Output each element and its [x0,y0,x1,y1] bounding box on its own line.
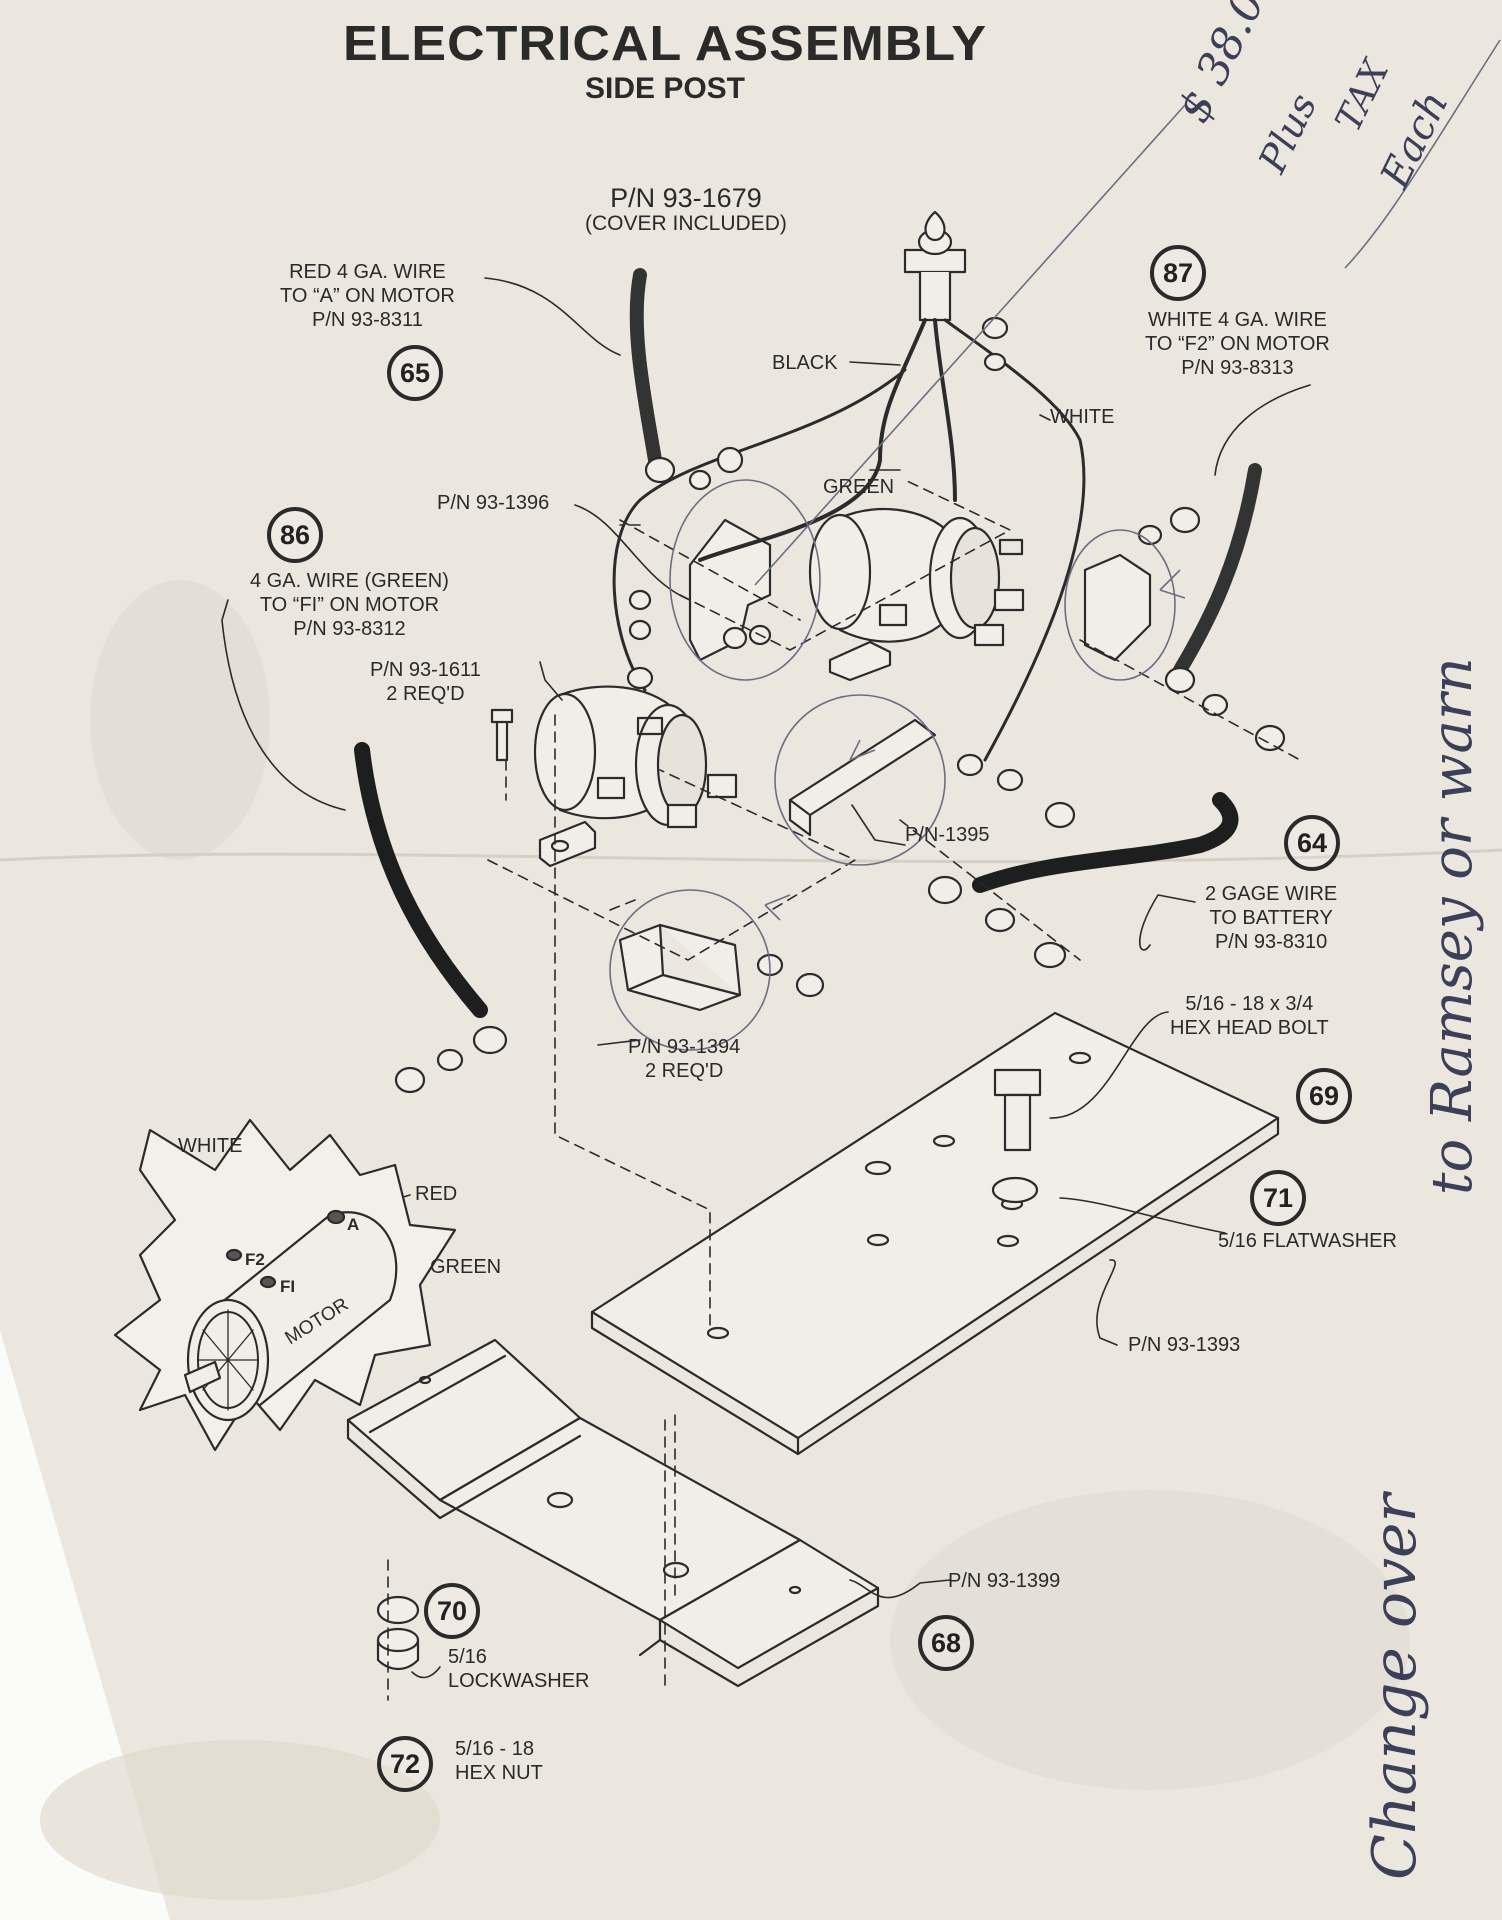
callout-red-wire: RED 4 GA. WIRE TO “A” ON MOTOR P/N 93-83… [280,260,455,332]
bolts [490,708,1042,1152]
assembly-lines [387,479,1301,1701]
callout-lockwasher-line: 5/16 [448,1646,487,1668]
label-motor-white: WHITE [178,1135,243,1157]
callout-hex-bolt: 5/16 - 18 x 3/4 HEX HEAD BOLT [1170,992,1329,1040]
callout-hex-bolt-line: 5/16 - 18 x 3/4 [1185,993,1314,1015]
label-flatwasher: 5/16 FLATWASHER [1218,1230,1397,1252]
callout-hex-bolt-line: HEX HEAD BOLT [1170,1017,1329,1039]
cable-white-4ga [1173,463,1262,677]
callout-pn-93-1394-line: P/N 93-1394 [628,1036,741,1058]
label-pn-93-1399: P/N 93-1399 [948,1570,1061,1592]
wire-green-long [612,368,907,692]
callout-red-wire-line: RED 4 GA. WIRE [289,261,446,283]
callout-main-part-line: (COVER INCLUDED) [585,212,787,235]
label-pn-1395: P/N-1395 [905,824,990,846]
item-number-badge: 68 [918,1615,974,1671]
callout-battery-wire-line: P/N 93-8310 [1214,931,1328,953]
cable-red-4ga [629,268,662,467]
callout-pn-93-1394: P/N 93-1394 2 REQ'D [628,1035,740,1083]
label-black: BLACK [772,352,838,374]
item-number-badge: 69 [1296,1068,1352,1124]
item-number-badge: 64 [1284,815,1340,871]
callout-pn-93-1611-line: P/N 93-1611 [370,659,481,681]
callout-red-wire-line: TO “A” ON MOTOR [280,285,455,307]
label-terminal-f2: F2 [245,1250,265,1269]
callout-pn-93-1394-line: 2 REQ'D [645,1060,724,1082]
label-green: GREEN [823,476,895,498]
handwritten-change: Change over [1360,1493,1430,1880]
paper-stain [40,1740,440,1900]
callout-green-wire-line: 4 GA. WIRE (GREEN) [250,570,449,592]
callout-battery-wire: 2 GAGE WIRE TO BATTERY P/N 93-8310 [1205,882,1337,954]
wire-green [933,318,957,502]
label-terminal-f1: FI [280,1277,296,1296]
label-pn-93-1396: P/N 93-1396 [437,492,550,514]
item-number-badge: 65 [387,345,443,401]
block-93-1394 [618,923,742,1012]
callout-white-wire-line: TO “F2” ON MOTOR [1145,333,1330,355]
hardware [376,316,1286,1671]
item-number-badge: 86 [267,507,323,563]
callout-white-wire-line: P/N 93-8313 [1181,357,1294,379]
clamp-right [1083,553,1152,662]
callout-red-wire-line: P/N 93-8311 [312,309,423,331]
solenoid-lower [533,685,738,868]
base-plate [590,1011,1280,1456]
callout-main-part-line: P/N 93-1679 [610,183,762,213]
label-terminal-a: A [347,1215,360,1234]
callout-pn-93-1611-line: 2 REQ'D [386,683,465,705]
callout-main-part: P/N 93-1679 (COVER INCLUDED) [585,183,787,235]
cable-battery [972,792,1239,893]
paper-stain [890,1490,1410,1790]
callout-battery-wire-line: TO BATTERY [1209,907,1333,929]
label-pn-93-1393: P/N 93-1393 [1128,1334,1241,1356]
page-title: ELECTRICAL ASSEMBLY [342,16,988,72]
wire-connector [903,210,967,322]
item-number-badge: 72 [377,1736,433,1792]
callout-white-wire-line: WHITE 4 GA. WIRE [1147,309,1327,331]
solenoid-upper [808,507,1025,682]
callout-hex-nut: 5/16 - 18 HEX NUT [455,1737,543,1785]
pencil-marks [609,39,1501,1051]
callout-lockwasher-line: LOCKWASHER [448,1670,590,1692]
paper-stain [90,580,270,860]
item-number-badge: 87 [1150,245,1206,301]
label-white: WHITE [1050,406,1115,428]
paper-crease [0,848,1502,864]
callout-green-wire: 4 GA. WIRE (GREEN) TO “FI” ON MOTOR P/N … [250,569,449,641]
callout-hex-nut-line: HEX NUT [455,1762,543,1784]
clamp-bar-1395 [788,718,937,837]
item-number-badge: 71 [1250,1170,1306,1226]
callout-white-wire: WHITE 4 GA. WIRE TO “F2” ON MOTOR P/N 93… [1145,308,1330,380]
callout-hex-nut-line: 5/16 - 18 [455,1738,534,1760]
callout-green-wire-line: P/N 93-8312 [293,618,406,640]
label-motor-red: RED [415,1183,458,1205]
mounting-bracket [346,1338,880,1688]
cable-green-4ga [354,742,488,1018]
callout-battery-wire-line: 2 GAGE WIRE [1205,883,1338,905]
callout-green-wire-line: TO “FI” ON MOTOR [259,594,440,616]
callout-lockwasher: 5/16 LOCKWASHER [448,1645,590,1693]
motor-drawing [113,1118,457,1452]
handwritten-ramsey: to Ramsey or warn [1420,657,1485,1195]
page-subtitle: SIDE POST [584,72,746,105]
label-motor-green: GREEN [430,1256,502,1278]
callout-pn-93-1611: P/N 93-1611 2 REQ'D [370,658,481,706]
item-number-badge: 70 [424,1583,480,1639]
